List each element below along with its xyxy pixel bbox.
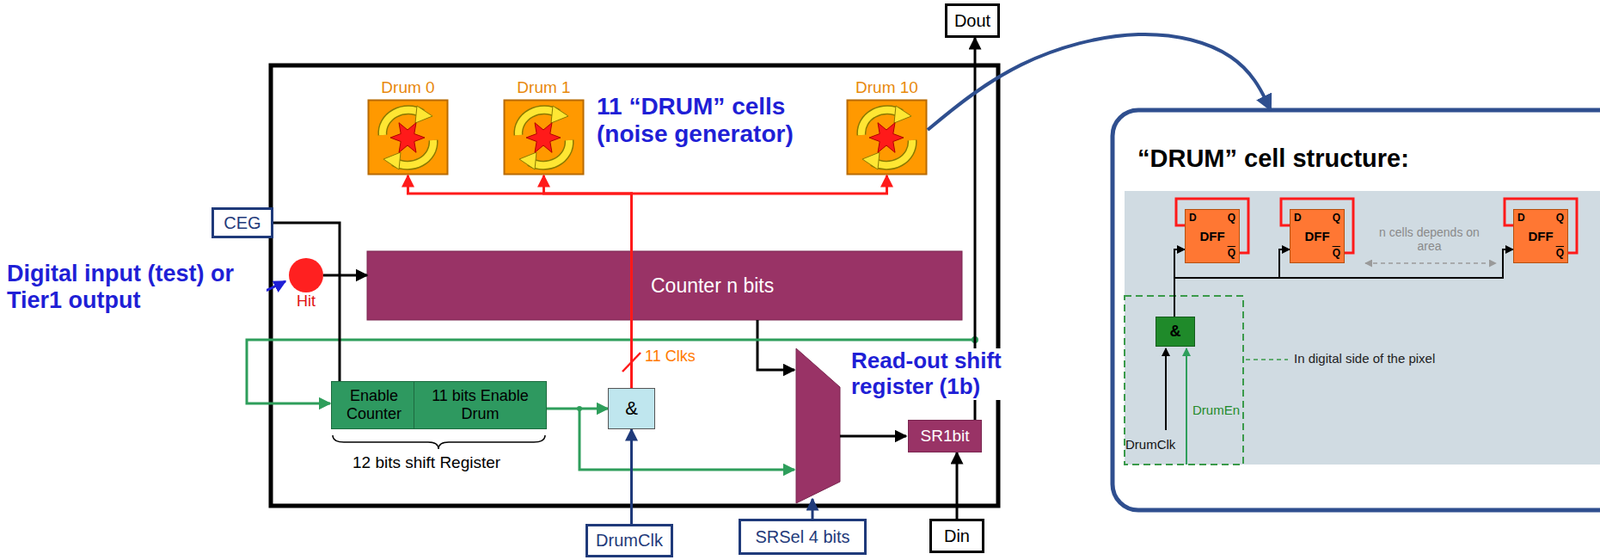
node-text: CEG bbox=[223, 213, 261, 233]
shift-register-brace bbox=[332, 435, 546, 449]
drum-icon bbox=[504, 100, 584, 175]
connector bbox=[1174, 249, 1185, 317]
flip-flop: D Q DFF Q bbox=[1513, 208, 1569, 264]
node-text: Hit bbox=[288, 292, 324, 311]
flip-flop-pin: D bbox=[1189, 212, 1197, 225]
counter-block: Counter n bits bbox=[367, 251, 963, 320]
input-pin-box: CEG bbox=[211, 207, 274, 239]
flip-flop-pin: Q bbox=[1227, 212, 1236, 225]
input-pin-box: SRSel 4 bits bbox=[738, 518, 867, 555]
region-leader bbox=[1245, 358, 1288, 361]
flip-flop-pin: D bbox=[1517, 212, 1526, 225]
multiplexer bbox=[796, 348, 840, 503]
hit-input-dot: Hit bbox=[288, 257, 324, 315]
node-text: Drum 1 bbox=[502, 78, 585, 99]
note-text: n cells depends on area bbox=[1367, 225, 1492, 253]
node-text: “DRUM” cell structure: bbox=[1137, 144, 1600, 173]
block-caption: Read-out shift register (1b) bbox=[851, 348, 1077, 400]
flip-flop-pin: DFF bbox=[1185, 228, 1239, 244]
drum-cell: Drum 0 bbox=[367, 78, 449, 176]
callout-panel bbox=[1112, 110, 1600, 510]
pixel-outline bbox=[270, 65, 999, 506]
drumclk-input-wire bbox=[1164, 348, 1167, 430]
flip-flop-pin: Q bbox=[1332, 247, 1341, 260]
srsel-wire bbox=[811, 498, 815, 519]
node-text: Drum 10 bbox=[845, 78, 928, 99]
flip-flop-pin: Q bbox=[1556, 212, 1564, 225]
node-text: SR1bit bbox=[919, 426, 969, 446]
node-text: SRSel 4 bits bbox=[754, 527, 850, 547]
hit-dot bbox=[288, 257, 324, 293]
connector bbox=[544, 175, 632, 388]
node-text: Counter n bits bbox=[650, 274, 774, 297]
input-note: Digital input (test) or Tier1 output bbox=[6, 260, 267, 314]
input-pin-box: DrumClk bbox=[585, 523, 674, 558]
flip-flop-pin: Q bbox=[1227, 247, 1236, 260]
drum-icon bbox=[847, 100, 927, 175]
enable-drum-bits: 11 bits Enable Drum bbox=[413, 380, 547, 430]
node-text: & bbox=[1170, 322, 1182, 341]
node-text: Din bbox=[944, 526, 970, 546]
flip-flop-pin: Q bbox=[1332, 212, 1341, 225]
flip-flop-pin: DFF bbox=[1514, 228, 1568, 244]
enable-counter-bit: Enable Counter bbox=[331, 380, 417, 430]
node-text: & bbox=[625, 397, 638, 419]
connector bbox=[323, 274, 368, 277]
flip-flop-pin: D bbox=[1293, 212, 1302, 225]
flip-flop: D Q DFF Q bbox=[1184, 208, 1240, 264]
brace-label: 12 bits shift Register bbox=[352, 453, 501, 473]
node-text: Dout bbox=[954, 11, 991, 31]
and-gate: & bbox=[607, 387, 656, 430]
node-text: Drum 0 bbox=[367, 78, 449, 99]
node-text: Enable Counter bbox=[337, 386, 411, 423]
mux-output-wire bbox=[839, 435, 907, 438]
drum-cell: Drum 10 bbox=[845, 78, 928, 176]
connector bbox=[631, 175, 888, 388]
input-pin-box: Din bbox=[929, 518, 985, 553]
signal-name: DrumClk bbox=[1125, 436, 1176, 452]
note-text: In digital side of the pixel bbox=[1293, 350, 1435, 366]
connector bbox=[273, 222, 340, 381]
and-gate: & bbox=[1155, 316, 1196, 347]
output-pin-box: Dout bbox=[944, 3, 1000, 38]
node-text: 11 bits Enable Drum bbox=[419, 386, 541, 423]
connector bbox=[927, 34, 1271, 130]
cell-count-arrow bbox=[1365, 262, 1496, 264]
counter-wire bbox=[757, 319, 795, 370]
counter-band bbox=[367, 251, 963, 320]
flip-flop-pin: DFF bbox=[1290, 228, 1344, 244]
shift-register-bit: SR1bit bbox=[907, 419, 982, 453]
signal-name: DrumEn bbox=[1192, 402, 1240, 417]
connector bbox=[956, 452, 959, 519]
digital-side-region bbox=[1124, 295, 1244, 465]
connector bbox=[408, 175, 632, 388]
callout-schematic-ground bbox=[1124, 190, 1600, 465]
bus-width-label: 11 Clks bbox=[644, 347, 696, 366]
connector bbox=[630, 429, 633, 524]
node-text: DrumClk bbox=[595, 530, 663, 551]
drum-cell: Drum 1 bbox=[502, 78, 585, 176]
drum-icon bbox=[368, 100, 448, 175]
group-caption: 11 “DRUM” cells (noise generator) bbox=[596, 92, 846, 148]
callout-panel: “DRUM” cell structure: D Q DFF Q D Q DFF Q D Q DFF Q… bbox=[1112, 110, 1600, 510]
flip-flop: D Q DFF Q bbox=[1289, 208, 1345, 264]
connector bbox=[546, 407, 608, 411]
flip-flop-pin: Q bbox=[1556, 247, 1564, 260]
drumen-input-wire bbox=[1185, 348, 1188, 465]
